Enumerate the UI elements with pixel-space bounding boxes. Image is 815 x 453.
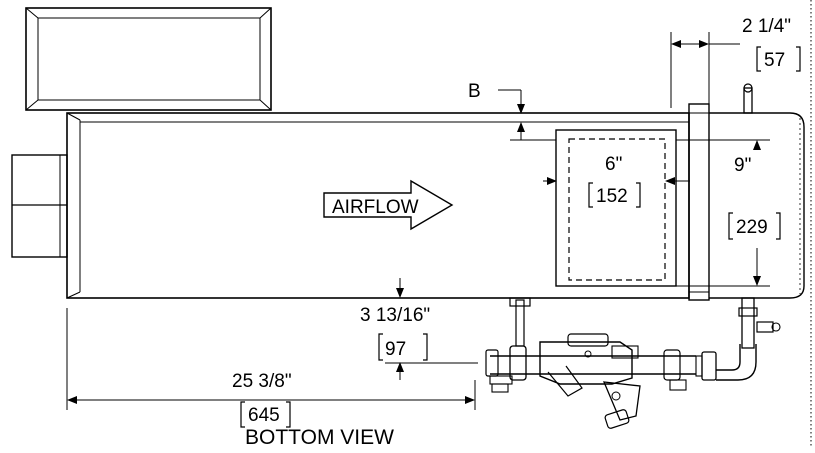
airflow-label: AIRFLOW [332,197,419,218]
dim-flange-width-metric: 57 [764,50,785,71]
dim-flange-width-imperial: 2 1/4" [742,16,791,37]
control-box [25,7,272,111]
bracket-pipe-offset [378,333,428,361]
dim-overall-length-imperial: 25 3/8" [232,371,292,392]
dim-opening-height-metric: 229 [736,217,768,238]
access-opening [555,129,677,287]
dim-opening-width: 6" 152 [543,154,690,208]
bracket-flange [756,46,801,72]
dim-overall-length: 25 3/8" 645 [66,308,476,428]
dim-pipe-offset-metric: 97 [385,339,406,360]
gas-piping [485,83,781,429]
dim-opening-width-imperial: 6" [605,154,622,175]
view-title: BOTTOM VIEW [245,426,394,448]
callout-b-label: B [468,81,481,102]
bracket-opening-height [728,212,781,240]
unit-body [66,103,805,301]
dim-opening-width-metric: 152 [596,186,628,207]
bracket-opening-width [588,182,641,208]
dim-flange-width: 2 1/4" 57 [670,16,801,108]
callout-b: B [468,81,556,141]
dim-opening-height: 9" 229 [676,139,785,287]
dim-pipe-offset-imperial: 3 13/16" [360,305,430,326]
bracket-overall-length [240,401,291,428]
inlet-collar [11,154,68,258]
dim-opening-height-imperial: 9" [734,155,751,176]
airflow-arrow: AIRFLOW [323,179,454,231]
dim-overall-length-metric: 645 [248,405,280,426]
dim-pipe-offset: 3 13/16" 97 [360,278,478,380]
